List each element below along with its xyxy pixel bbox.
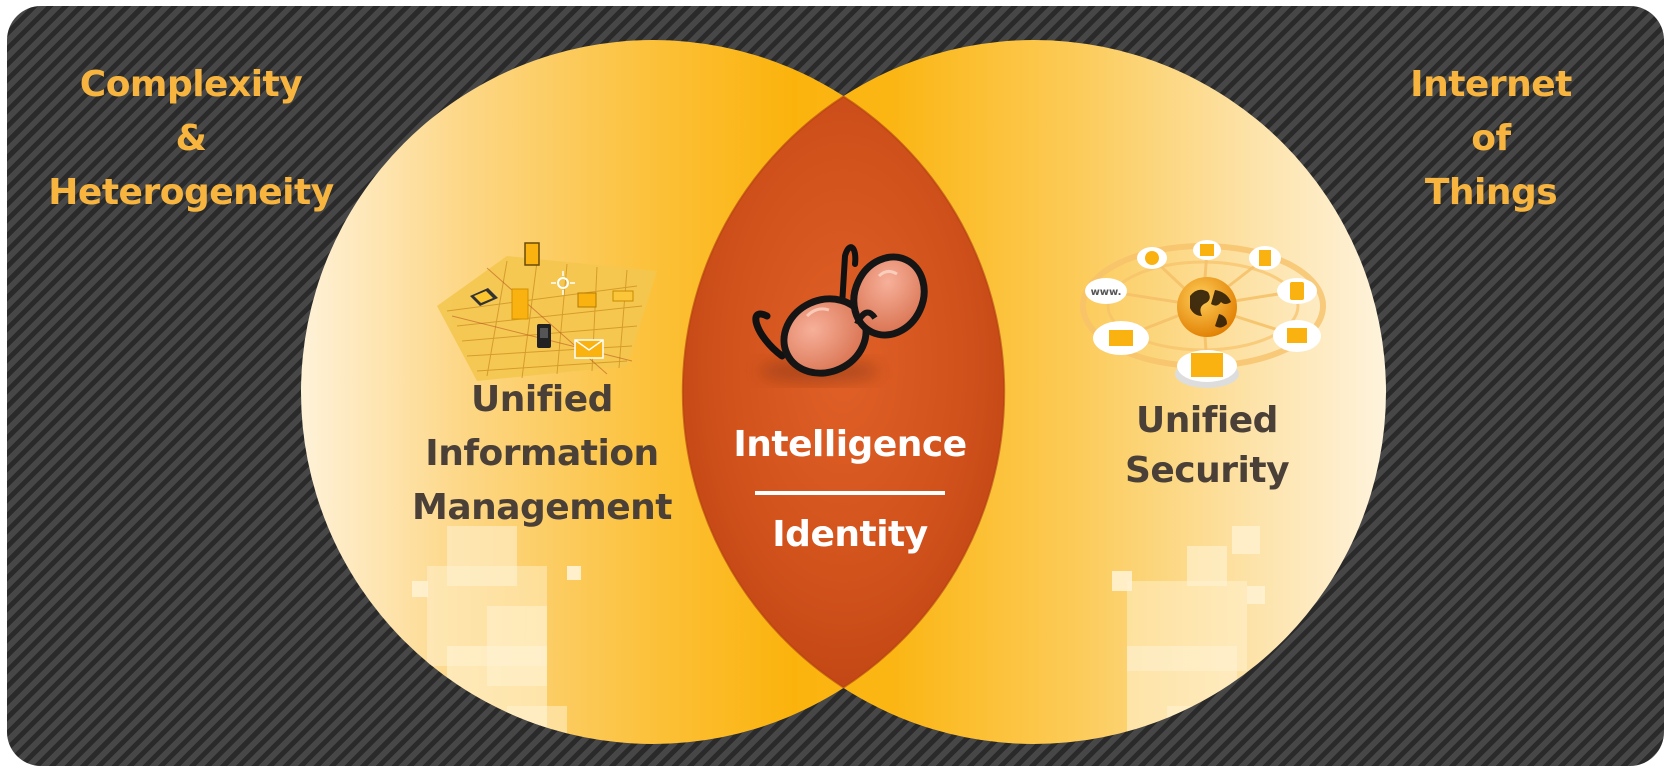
network-devices-map-icon [437, 242, 657, 381]
globe-node-www: www. [1091, 287, 1122, 298]
right-circle-label: Unified Security [1087, 396, 1327, 496]
corner-left-line-2: & [175, 118, 207, 159]
corner-right-line-3: Things [1424, 172, 1558, 213]
left-circle-line-1: Unified [471, 379, 613, 420]
intersection-divider [755, 491, 945, 495]
corner-right-line-1: Internet [1410, 64, 1572, 105]
venn-diagram: www. [301, 40, 1386, 744]
corner-label-right: Internet of Things [1371, 58, 1611, 220]
left-circle-label: Unified Information Management [377, 373, 707, 535]
right-circle-line-1: Unified [1136, 400, 1278, 441]
corner-left-line-3: Heterogeneity [48, 172, 334, 213]
intersection-lens [682, 96, 1005, 688]
corner-left-line-1: Complexity [79, 64, 303, 105]
right-circle-line-2: Security [1124, 450, 1290, 491]
glasses-icon [752, 244, 928, 383]
globe-network-icon: www. [1080, 240, 1326, 388]
diagram-canvas: www. Complexity & Heterogeneity Internet… [7, 6, 1664, 766]
left-circle-line-3: Management [412, 487, 673, 528]
intersection-label-top: Intelligence [733, 424, 967, 465]
left-circle-line-2: Information [425, 433, 659, 474]
intersection-label-bottom: Identity [772, 514, 928, 555]
corner-label-left: Complexity & Heterogeneity [41, 58, 341, 220]
corner-right-line-2: of [1471, 118, 1511, 159]
